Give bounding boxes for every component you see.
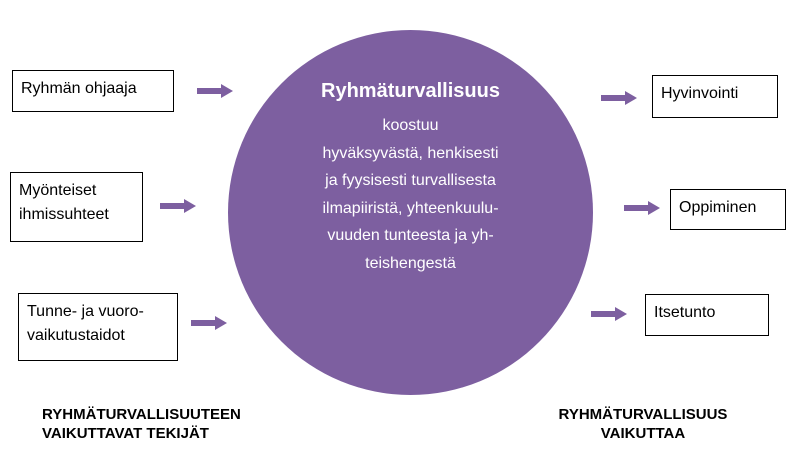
left-caption-line: RYHMÄTURVALLISUUTEEN — [42, 406, 241, 423]
input-box-line: ihmissuhteet — [19, 206, 109, 223]
circle-text-line: hyväksyvästä, henkisesti — [322, 144, 499, 162]
left-caption-line: VAIKUTTAVAT TEKIJÄT — [42, 425, 209, 442]
arrow-right-icon — [624, 201, 660, 215]
input-box-interaction-skills: Tunne- ja vuoro- vaikutustaidot — [18, 293, 178, 361]
circle-text-line: koostuu — [382, 117, 439, 134]
arrow-right-icon — [197, 84, 233, 98]
output-box-learning: Oppiminen — [670, 189, 786, 230]
output-box-self-esteem: Itsetunto — [645, 294, 769, 336]
input-box-line: Myönteiset — [19, 182, 97, 199]
circle-text-line: teishengestä — [365, 254, 456, 272]
input-box-line: vaikutustaidot — [27, 327, 125, 344]
arrow-right-icon — [601, 91, 637, 105]
right-caption: RYHMÄTURVALLISUUS VAIKUTTAA — [528, 405, 758, 443]
arrow-right-icon — [591, 307, 627, 321]
output-box-label: Hyvinvointi — [661, 85, 739, 102]
right-caption-line: VAIKUTTAA — [600, 425, 686, 442]
circle-text-line: ja fyysisesti turvallisesta — [325, 172, 496, 189]
group-safety-text: Ryhmäturvallisuus koostuu hyväksyvästä, … — [228, 78, 593, 277]
left-caption: RYHMÄTURVALLISUUTEEN VAIKUTTAVAT TEKIJÄT — [42, 405, 241, 443]
input-box-group-leader: Ryhmän ohjaaja — [12, 70, 174, 112]
output-box-label: Itsetunto — [654, 304, 716, 321]
input-box-line: Ryhmän ohjaaja — [21, 80, 137, 97]
circle-title: Ryhmäturvallisuus — [321, 80, 500, 102]
arrow-right-icon — [160, 199, 196, 213]
arrow-right-icon — [191, 316, 227, 330]
circle-text-line: vuuden tunteesta ja yh- — [327, 227, 494, 244]
group-safety-circle — [228, 30, 593, 395]
output-box-wellbeing: Hyvinvointi — [652, 75, 778, 118]
circle-text-line: ilmapiiristä, yhteenkuulu- — [322, 199, 499, 217]
input-box-positive-relationships: Myönteiset ihmissuhteet — [10, 172, 143, 242]
right-caption-line: RYHMÄTURVALLISUUS — [558, 406, 728, 423]
output-box-label: Oppiminen — [679, 199, 757, 216]
input-box-line: Tunne- ja vuoro- — [27, 303, 144, 320]
